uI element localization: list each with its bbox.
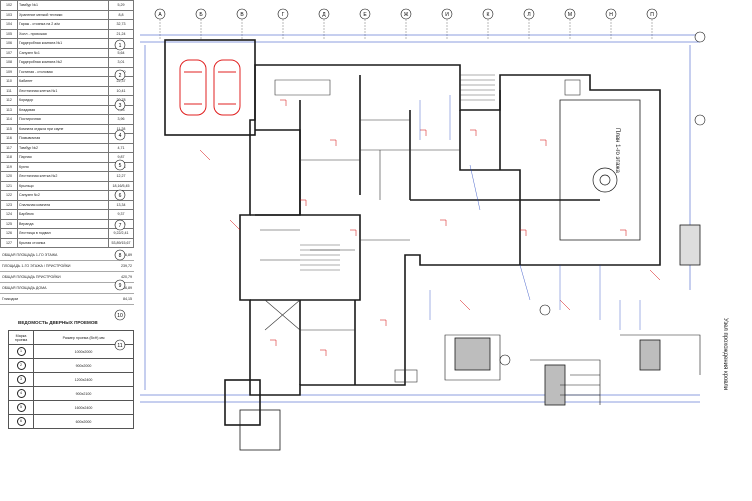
area-total-row: Гликодом 84,15 bbox=[0, 294, 134, 305]
garage-cars bbox=[179, 59, 241, 116]
axis-bubble-left bbox=[114, 99, 126, 111]
axis-label-top: Л bbox=[527, 12, 530, 18]
door-schedule-header: Марка проема Размер проема (ВхН) мм bbox=[8, 330, 134, 345]
area-total-label: ОБЩАЯ ПЛОЩАДЬ ДОМА bbox=[2, 286, 47, 290]
door-mark: 3 bbox=[16, 375, 26, 384]
door-mark: 6 bbox=[16, 417, 26, 426]
area-total-value: 239,72 bbox=[121, 264, 132, 268]
axis-label-left: 8 bbox=[119, 253, 122, 259]
axis-label-top: А bbox=[158, 12, 162, 18]
axis-label-left: 3 bbox=[119, 103, 122, 109]
door-schedule-title: ВЕДОМОСТЬ ДВЕРНЫХ ПРОЕМОВ bbox=[18, 320, 98, 325]
detail-title: Узел прохождения кровли bbox=[722, 318, 728, 391]
axis-bubble-left bbox=[114, 279, 126, 291]
axis-bubble-left bbox=[114, 39, 126, 51]
area-total-label: ПЛОЩАДЬ 1-ГО ЭТАЖА / ПРИСТРОЙКИ bbox=[2, 264, 71, 268]
axis-label-left: 10 bbox=[117, 313, 123, 319]
area-total-row: ОБЩАЯ ПЛОЩАДЬ 1-ГО ЭТАЖА 416,89 bbox=[0, 250, 134, 261]
side-markers bbox=[499, 31, 706, 366]
axis-bubble-left bbox=[114, 309, 126, 321]
door-row: 6 600х2000 bbox=[8, 414, 134, 429]
plan-title: План 1-го этажа bbox=[614, 128, 620, 173]
axis-label-left: 2 bbox=[119, 73, 122, 79]
area-total-row: ОБЩАЯ ПЛОЩАДЬ ДОМА 716,89 bbox=[0, 283, 134, 294]
door-mark-cell: 4 bbox=[8, 386, 34, 401]
area-total-value: 716,89 bbox=[121, 286, 132, 290]
area-total-value: 84,15 bbox=[123, 297, 132, 301]
detail-sections bbox=[454, 224, 701, 406]
door-mark: 4 bbox=[16, 389, 26, 398]
axis-bubble-left bbox=[114, 249, 126, 261]
area-total-label: ОБЩАЯ ПЛОЩАДЬ 1-ГО ЭТАЖА bbox=[2, 253, 58, 257]
axis-bubble-left bbox=[114, 69, 126, 81]
walls bbox=[164, 39, 661, 451]
area-total-row: ПЛОЩАДЬ 1-ГО ЭТАЖА / ПРИСТРОЙКИ 239,72 bbox=[0, 261, 134, 272]
detail-outlines bbox=[444, 334, 701, 405]
axis-label-left: 7 bbox=[119, 223, 122, 229]
area-total-label: ОБЩАЯ ПЛОЩАДЬ ПРИСТРОЙКИ bbox=[2, 275, 61, 279]
area-total-label: Гликодом bbox=[2, 297, 18, 301]
axis-label-top: К bbox=[487, 12, 490, 18]
axis-label-left: 6 bbox=[119, 193, 122, 199]
red-annotations bbox=[199, 99, 661, 356]
axis-label-top: И bbox=[445, 12, 449, 18]
axis-label-left: 1 bbox=[119, 43, 122, 49]
staircase bbox=[300, 74, 495, 271]
area-total-value: 416,89 bbox=[121, 253, 132, 257]
axis-bubble-left bbox=[114, 189, 126, 201]
round-table bbox=[592, 167, 618, 193]
leader-lines bbox=[419, 95, 641, 330]
door-mark: 1 bbox=[16, 347, 26, 356]
axis-label-top: П bbox=[650, 12, 654, 18]
area-total-row: ОБЩАЯ ПЛОЩАДЬ ПРИСТРОЙКИ 420,79 bbox=[0, 272, 134, 283]
axis-label-top: М bbox=[568, 12, 572, 18]
area-total-value: 420,79 bbox=[121, 275, 132, 279]
axis-label-left: 5 bbox=[119, 163, 122, 169]
door-mark-cell: 6 bbox=[8, 414, 34, 429]
axis-label-top: Ж bbox=[404, 12, 409, 18]
axis-bubble-left bbox=[114, 129, 126, 141]
axis-bubble-left bbox=[114, 159, 126, 171]
axis-label-top: Г bbox=[282, 12, 285, 18]
axis-label-top: Д bbox=[322, 12, 326, 18]
axis-bubble-left bbox=[114, 339, 126, 351]
axis-label-top: Б bbox=[199, 12, 203, 18]
axis-bubble-left bbox=[114, 219, 126, 231]
door-size: 600х2000 bbox=[33, 414, 134, 429]
grid-axes: А Б В Г Д Е Ж И К Л М Н П 1 2 3 4 5 6 7 8 9 10 11 bbox=[114, 8, 658, 351]
axis-label-top: В bbox=[240, 12, 244, 18]
door-mark: 5 bbox=[16, 403, 26, 412]
axis-label-left: 4 bbox=[119, 133, 122, 139]
axis-label-top: Е bbox=[363, 12, 367, 18]
axis-label-left: 9 bbox=[119, 283, 122, 289]
axis-label-left: 11 bbox=[117, 343, 122, 349]
room-area: 53,89/15,67 bbox=[108, 237, 134, 248]
axis-label-top: Н bbox=[609, 12, 613, 18]
door-mark: 2 bbox=[16, 361, 26, 370]
